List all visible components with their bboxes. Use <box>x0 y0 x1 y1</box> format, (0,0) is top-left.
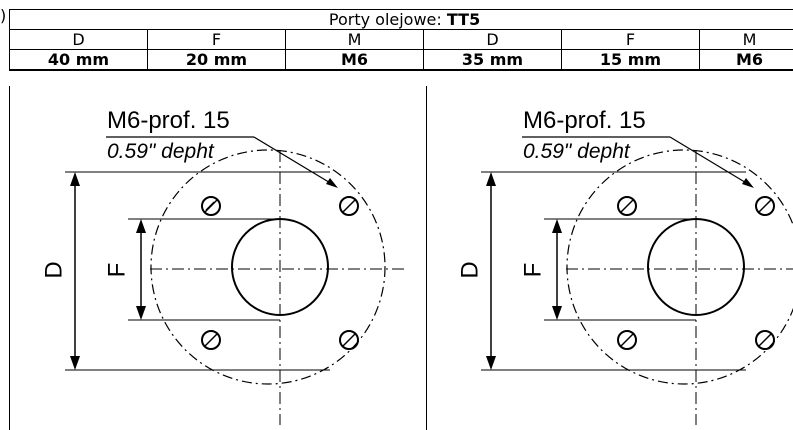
value-m-left: M6 <box>285 49 424 71</box>
bolt-hole-tl-right <box>617 196 637 216</box>
bolt-hole-tr-right <box>755 196 775 216</box>
frame-middle-divider <box>426 86 427 430</box>
value-f-right: 15 mm <box>561 49 700 71</box>
dim-f-label-right: F <box>519 262 547 278</box>
bolt-hole-tr <box>339 196 359 216</box>
thread-label-right: M6-prof. 15 <box>523 107 646 134</box>
header-f-left: F <box>147 29 286 50</box>
oil-ports-table: Porty olejowe: TT5 D F M D F M 40 mm 20 … <box>8 9 793 71</box>
value-m-right: M6 <box>698 49 793 71</box>
thread-label-left: M6-prof. 15 <box>107 107 230 134</box>
table-header-row: D F M D F M <box>9 29 793 50</box>
value-d-right: 35 mm <box>423 49 562 71</box>
dim-d-label-right: D <box>456 261 484 279</box>
header-m-right: M <box>698 29 793 50</box>
dim-d-label-left: D <box>40 261 68 279</box>
flange-drawing-right <box>481 136 793 425</box>
frame-left-border <box>9 86 10 430</box>
table-title-prefix: Porty olejowe: <box>328 10 447 29</box>
table-values-row: 40 mm 20 mm M6 35 mm 15 mm M6 <box>9 49 793 71</box>
bolt-hole-bl <box>201 330 221 350</box>
header-m-left: M <box>285 29 424 50</box>
header-d-right: D <box>423 29 562 50</box>
value-d-left: 40 mm <box>9 49 148 71</box>
dim-f-label-left: F <box>103 262 131 278</box>
value-f-left: 20 mm <box>147 49 286 71</box>
table-title-model: TT5 <box>446 10 481 29</box>
depth-label-left: 0.59" depht <box>107 140 214 163</box>
header-d-left: D <box>9 29 148 50</box>
depth-label-right: 0.59" depht <box>523 140 630 163</box>
bolt-hole-bl-right <box>617 330 637 350</box>
bolt-hole-br <box>339 330 359 350</box>
flange-drawing-left <box>65 136 405 425</box>
header-f-right: F <box>561 29 700 50</box>
cut-parenthesis: ) <box>0 6 7 25</box>
bolt-hole-br-right <box>755 330 775 350</box>
bolt-hole-tl <box>201 196 221 216</box>
